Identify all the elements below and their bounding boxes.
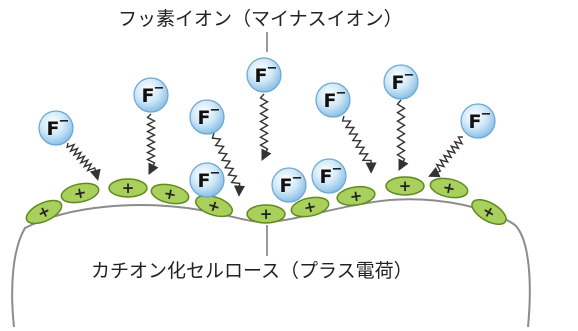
wavy-arrow	[211, 132, 246, 197]
ion-charge: −	[210, 166, 221, 181]
fluoride-ion-label: フッ素イオン（マイナスイオン）	[116, 4, 405, 31]
ion-letter: F	[320, 166, 333, 188]
cation-charge: +	[429, 177, 469, 199]
wavy-arrow	[66, 142, 101, 181]
wavy-arrow	[396, 99, 409, 172]
fluoride-ion: F−	[271, 167, 307, 203]
plus-sign: +	[441, 178, 457, 198]
ion-letter: F	[280, 175, 293, 197]
cation-charge: +	[246, 204, 286, 224]
wavy-arrow	[259, 93, 272, 162]
ion-charge: −	[292, 171, 303, 186]
cation-charge: +	[194, 194, 234, 218]
ion-letter: F	[142, 85, 155, 107]
cationized-cellulose-label: カチオン化セルロース（プラス電荷）	[89, 256, 415, 283]
plus-sign: +	[205, 195, 223, 216]
cation-charge: +	[471, 198, 507, 226]
fluoride-ion: F−	[133, 77, 169, 113]
fluoride-ion: F−	[189, 99, 225, 135]
fluoride-ion: F−	[189, 162, 225, 198]
cation-charge: +	[108, 178, 148, 198]
ion-charge: −	[332, 162, 343, 177]
ion-charge: −	[404, 68, 415, 83]
cation-charge: +	[25, 199, 63, 225]
plus-sign: +	[260, 205, 273, 223]
ion-letter: F	[324, 90, 337, 112]
ion-charge: −	[481, 107, 492, 122]
cation-charge: +	[60, 182, 100, 204]
fluoride-ion: F−	[246, 57, 282, 93]
ion-letter: F	[47, 118, 60, 140]
fluoride-ion: F−	[315, 82, 351, 118]
ion-letter: F	[198, 107, 211, 129]
plus-sign: +	[122, 179, 135, 197]
wavy-arrow	[428, 136, 464, 178]
ion-charge: −	[154, 81, 165, 96]
fluoride-ion: F−	[383, 64, 419, 100]
plus-sign: +	[302, 197, 318, 217]
ion-letter: F	[198, 170, 211, 192]
plus-sign: +	[72, 183, 88, 203]
plus-sign: +	[399, 177, 412, 195]
fluoride-ion: F−	[38, 110, 74, 146]
ion-charge: −	[210, 103, 221, 118]
cation-charge: +	[385, 176, 425, 196]
cation-charge: +	[336, 185, 376, 207]
cation-charge: +	[290, 196, 330, 218]
ion-letter: F	[469, 111, 482, 133]
ion-letter: F	[392, 72, 405, 94]
fluoride-ion: F−	[311, 158, 347, 194]
wavy-arrow	[145, 113, 159, 176]
fluoride-ion: F−	[460, 103, 496, 139]
plus-sign: +	[349, 186, 364, 206]
ion-charge: −	[336, 86, 347, 101]
wavy-arrow	[341, 115, 377, 174]
ion-letter: F	[255, 65, 268, 87]
cation-charge: +	[150, 183, 190, 205]
ion-charge: −	[59, 114, 70, 129]
plus-sign: +	[162, 184, 178, 204]
ion-charge: −	[267, 61, 278, 76]
